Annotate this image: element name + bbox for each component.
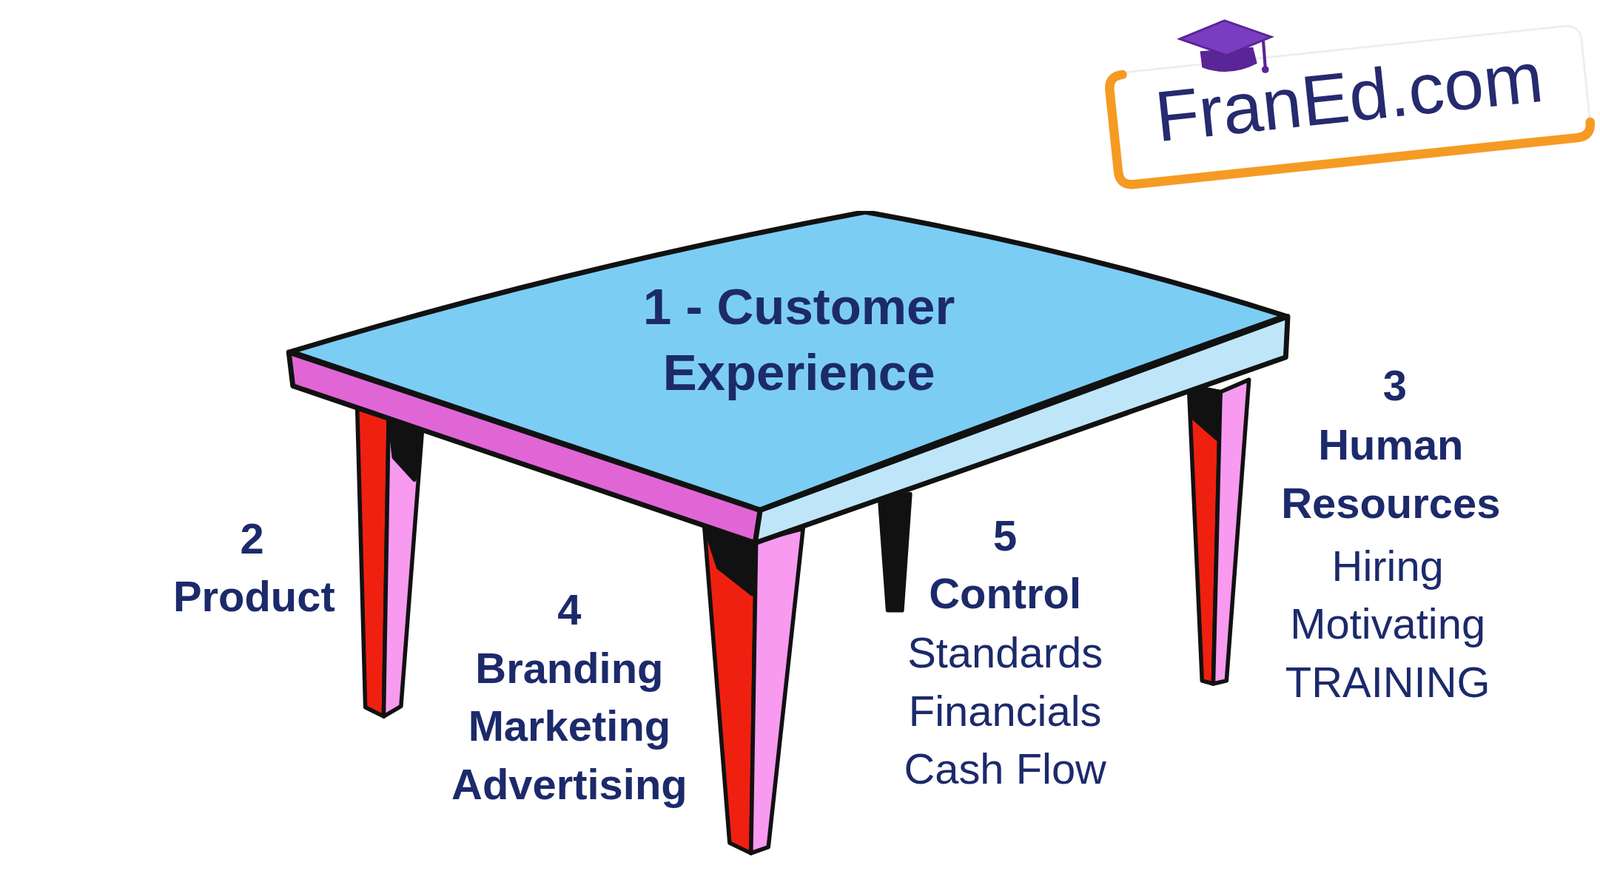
table-top: 1 - Customer Experience — [288, 210, 1288, 541]
table-top-title: 1 - Customer Experience — [625, 273, 973, 407]
leg-title: Branding Marketing Advertising — [443, 639, 697, 815]
leg-details: Hiring Motivating TRAINING — [1276, 537, 1500, 712]
graduation-cap — [1179, 20, 1272, 74]
leg-title: Control — [897, 564, 1113, 624]
callout-number: 4 — [526, 580, 613, 640]
callout-number: 5 — [962, 506, 1048, 566]
table-top-outline — [290, 212, 1286, 511]
leg-title: Product — [147, 567, 362, 627]
leg-details: Standards Financials Cash Flow — [895, 623, 1114, 799]
callout-number: 3 — [1352, 356, 1438, 416]
callout-number: 2 — [209, 509, 296, 569]
leg-title: Human Resources — [1270, 415, 1511, 533]
